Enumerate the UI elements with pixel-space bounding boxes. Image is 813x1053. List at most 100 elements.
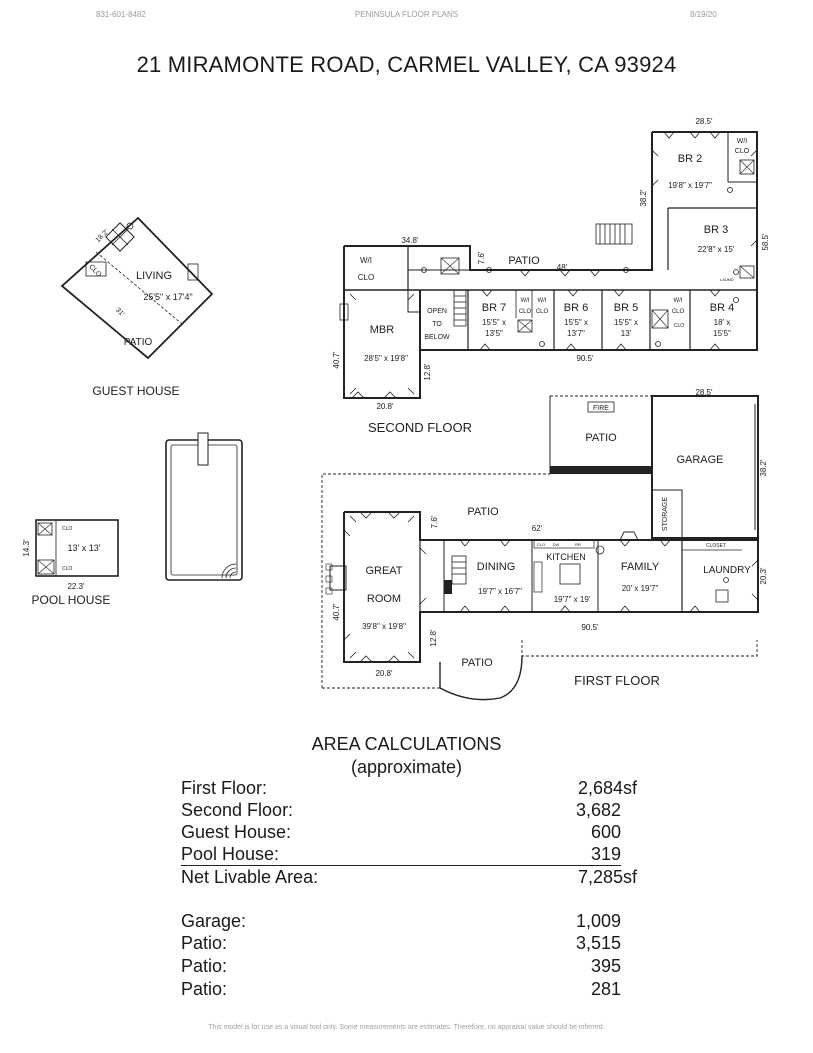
first-floor-labels: 28.5' FIRE PATIO GARAGE 38.2' STORAGE PA… xyxy=(332,388,768,688)
sf-br5-dim-2: 13' xyxy=(621,329,632,338)
area-value: 1,009 xyxy=(575,911,621,931)
sf-br6-dim-2: 13'7" xyxy=(567,329,585,338)
area-value: 3,682 xyxy=(575,800,621,820)
area-value: 7,285sf xyxy=(577,867,637,887)
sf-dim-285: 28.5' xyxy=(695,117,713,126)
sf-br6-dim-1: 15'5" x xyxy=(564,318,588,327)
sf-br3-label: BR 3 xyxy=(704,224,728,236)
ff-closet-label: CLOSET xyxy=(706,543,726,549)
sf-dim-382: 38.2' xyxy=(639,189,648,207)
pool-house-dim-w: 22.3' xyxy=(67,582,85,591)
ff-dim-128: 12.8' xyxy=(429,629,438,647)
area-row-net-livable: Net Livable Area: 7,285sf xyxy=(181,867,637,889)
sf-dim-407: 40.7' xyxy=(332,351,341,369)
ff-great-1: GREAT xyxy=(365,565,402,577)
sf-br2-label: BR 2 xyxy=(678,153,702,165)
sf-open-2: TO xyxy=(432,321,442,328)
sf-br7-wi: W/I xyxy=(521,298,530,304)
second-floor-plan xyxy=(339,131,758,399)
second-floor-labels: 28.5' W/I CLO BR 2 19'8" x 19'7" 38.2' B… xyxy=(332,117,770,435)
ff-dim-76: 7.6' xyxy=(430,515,439,528)
guest-living-dim: 25'5" x 17'4" xyxy=(143,292,192,302)
ff-kitchen-dim: 19'7" x 19' xyxy=(554,595,591,604)
area-value: 395 xyxy=(590,956,621,976)
ff-dim-382: 38.2' xyxy=(759,459,768,477)
area-row-second-floor: Second Floor: 3,682 xyxy=(181,800,621,822)
pool-house-clo-2: CLO xyxy=(62,566,72,572)
sf-br7-label: BR 7 xyxy=(482,302,506,314)
guest-dim-a: 18.2' xyxy=(95,229,111,245)
sf-dim-76: 7.6' xyxy=(477,251,486,264)
ff-dim-905: 90.5' xyxy=(581,623,599,632)
pool-house-room-dim: 13' x 13' xyxy=(68,543,101,553)
area-value: 319 xyxy=(590,844,621,864)
sf-clo-label: CLO xyxy=(358,273,374,282)
area-label: Net Livable Area: xyxy=(181,867,319,887)
area-value: 3,515 xyxy=(575,933,621,953)
ff-laundry-label: LAUNDRY xyxy=(703,565,751,576)
area-value: 600 xyxy=(590,822,621,842)
sf-dim-208: 20.8' xyxy=(376,402,394,411)
ff-patio-lower: PATIO xyxy=(461,657,493,669)
first-floor-plan xyxy=(321,395,759,701)
area-subtitle: (approximate) xyxy=(350,757,463,777)
area-row-first-floor: First Floor: 2,684sf xyxy=(181,778,637,800)
pool-house-plan xyxy=(35,519,119,577)
ff-great-2: ROOM xyxy=(367,593,401,605)
sf-dim-348: 34.8' xyxy=(401,236,419,245)
guest-dim-b: 31' xyxy=(114,307,125,318)
sf-open-1: OPEN xyxy=(427,308,447,315)
pool-house-dim-h: 14.3' xyxy=(22,539,31,557)
ff-clo-label: CLO xyxy=(537,542,545,547)
guest-living-label: LIVING xyxy=(136,270,172,282)
sf-br4-dim-2: 15'5" xyxy=(713,329,731,338)
ff-dining-label: DINING xyxy=(477,561,516,573)
area-row-patio-1: Patio: 3,515 xyxy=(181,933,621,955)
area-label: Garage: xyxy=(181,911,247,931)
area-row-guest-house: Guest House: 600 xyxy=(181,822,621,844)
sf-br7-dim-1: 15'5" x xyxy=(482,318,506,327)
sf-br5-label: BR 5 xyxy=(614,302,638,314)
header-company: PENINSULA FLOOR PLANS xyxy=(354,10,459,19)
guest-clo-label: CLO xyxy=(87,263,103,279)
area-label: Patio: xyxy=(181,956,228,976)
area-value: 281 xyxy=(590,979,621,999)
sf-laund-label: LAUND xyxy=(720,277,734,282)
second-floor-caption: SECOND FLOOR xyxy=(368,420,472,435)
sf-br6-clo: CLO xyxy=(536,309,549,315)
sf-br7-dim-2: 13'5" xyxy=(485,329,503,338)
sf-br4-clo: CLO xyxy=(672,309,685,315)
ff-dim-62: 62' xyxy=(532,524,543,533)
area-label: First Floor: xyxy=(181,778,268,798)
area-row-patio-2: Patio: 395 xyxy=(181,956,621,978)
area-row-patio-3: Patio: 281 xyxy=(181,979,621,1001)
ff-garage-label: GARAGE xyxy=(676,454,723,466)
ff-fire-label: FIRE xyxy=(593,405,609,412)
pool-house-labels: 13' x 13' 14.3' 22.3' CLO CLO POOL HOUSE xyxy=(22,526,110,607)
ff-rr-label: RR xyxy=(575,542,581,547)
sf-br3-dim: 22'8" x 15' xyxy=(698,245,735,254)
sf-wi-label: W/I xyxy=(360,256,372,265)
pool xyxy=(165,432,243,581)
sf-br7-clo: CLO xyxy=(519,309,532,315)
ff-dining-dim: 19'7" x 16'7" xyxy=(478,587,522,596)
sf-br5-clo: CLO xyxy=(674,323,684,329)
header-phone: 831-601-8482 xyxy=(96,10,146,19)
sf-dim-48: 48' xyxy=(557,263,568,272)
ff-patio-upper: PATIO xyxy=(585,432,617,444)
sf-br4-wi: W/I xyxy=(674,298,683,304)
area-row-garage: Garage: 1,009 xyxy=(181,911,621,933)
sf-br4-dim-1: 18' x xyxy=(714,318,731,327)
ff-family-dim: 20' x 19'7" xyxy=(622,584,659,593)
sf-open-3: BELOW xyxy=(424,334,450,341)
guest-house-plan xyxy=(60,216,214,360)
page-title: 21 MIRAMONTE ROAD, CARMEL VALLEY, CA 939… xyxy=(136,52,677,77)
area-title: AREA CALCULATIONS xyxy=(311,734,502,754)
sf-br6-label: BR 6 xyxy=(564,302,588,314)
sf-br4-label: BR 4 xyxy=(710,302,734,314)
area-value: 2,684sf xyxy=(577,778,637,798)
sf-br2-clo: CLO xyxy=(735,148,750,155)
sf-patio-label: PATIO xyxy=(508,255,540,267)
ff-family-label: FAMILY xyxy=(621,561,660,573)
sf-br2-dim: 19'8" x 19'7" xyxy=(668,181,712,190)
